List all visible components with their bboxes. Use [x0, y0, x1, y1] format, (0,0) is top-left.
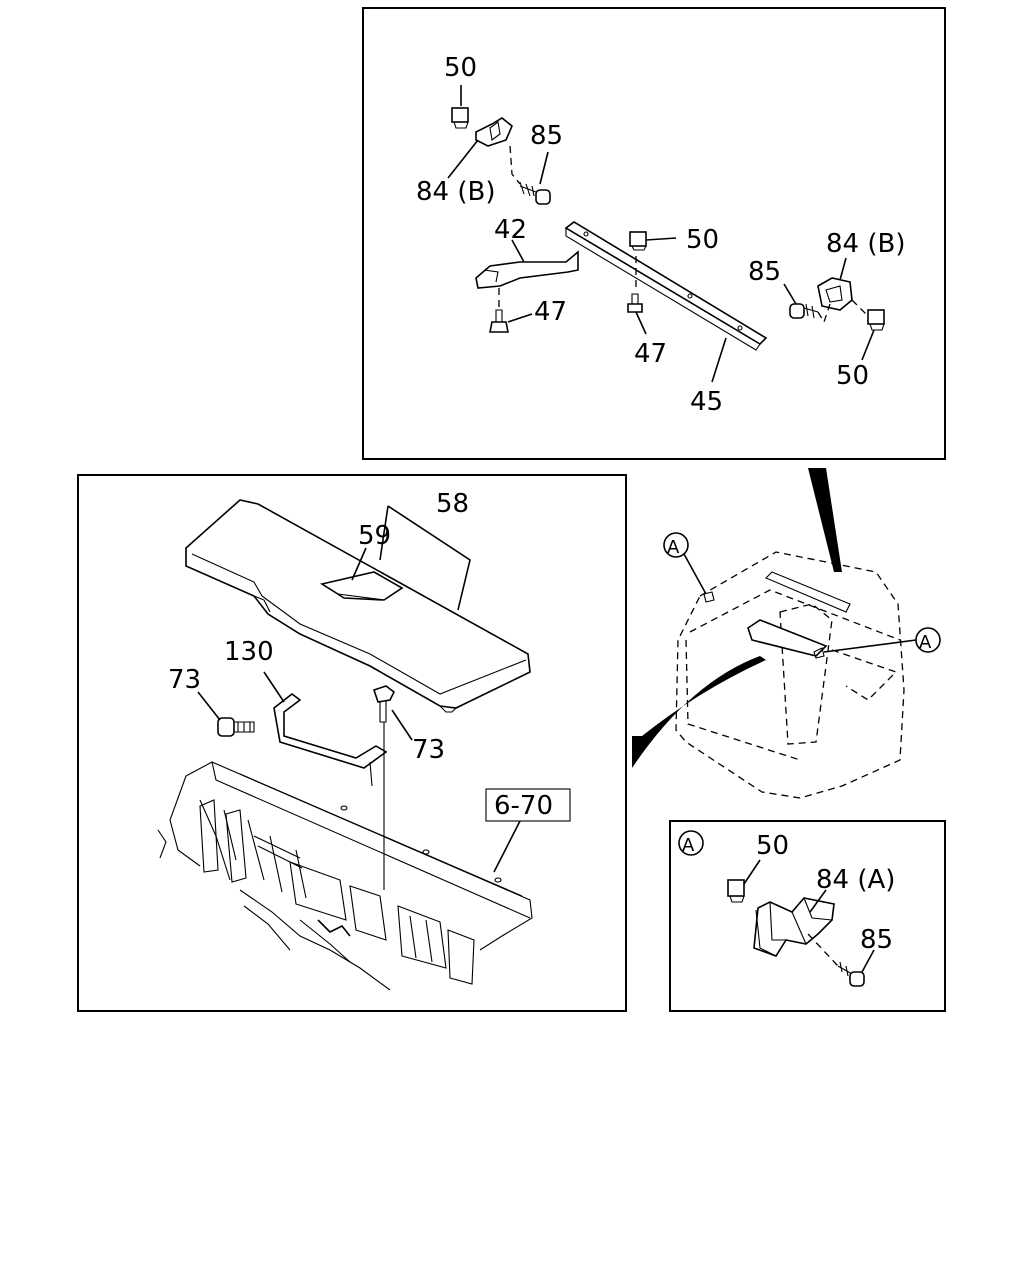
- callout-45: 45: [690, 387, 723, 417]
- shelf-pad-59: [319, 571, 404, 601]
- callout-73-right: 73: [412, 735, 445, 765]
- leader-84b-upper: [447, 139, 479, 179]
- view-a-label-1: A: [667, 537, 680, 558]
- top-detail-frame: [362, 7, 946, 460]
- leader-50-detail: [743, 859, 761, 885]
- leader-73-right: [391, 709, 413, 741]
- callout-84b-right: 84 (B): [826, 229, 905, 259]
- screw-85-right: [789, 303, 819, 319]
- callout-50-right: 50: [836, 361, 869, 391]
- clip-50-right: [867, 309, 885, 331]
- screw-47-left: [489, 309, 509, 333]
- view-a-detail-frame: [669, 820, 946, 1012]
- bolt-73-left: [217, 717, 255, 737]
- reference-box: [485, 788, 571, 822]
- view-a-detail: A 50 84 (A) 85: [678, 830, 895, 987]
- clip-50-upper: [451, 107, 469, 129]
- bolt-73-right: [372, 685, 396, 723]
- floor-structure: [157, 761, 533, 991]
- leader-84a-detail: [809, 889, 827, 913]
- detail-a-marker: [678, 830, 704, 856]
- screw-85-upper: [519, 181, 551, 205]
- shelf-detail-frame: [77, 474, 627, 1012]
- callout-50-detail: 50: [756, 831, 789, 861]
- leader-85-upper: [539, 151, 549, 185]
- leader-45: [711, 337, 727, 383]
- bracket-130: [273, 692, 388, 787]
- vehicle-body-outline: [675, 551, 905, 799]
- rail-45: [564, 221, 768, 351]
- leader-130: [263, 671, 285, 703]
- callout-85-upper: 85: [530, 121, 563, 151]
- callout-ref: 6-70: [494, 791, 553, 821]
- bracket-84b-upper: [475, 117, 513, 147]
- leader-84b-right: [839, 257, 847, 281]
- callout-85-detail: 85: [860, 925, 893, 955]
- view-a-marker-1: [663, 532, 689, 558]
- callout-47-middle: 47: [634, 339, 667, 369]
- shelf-board-58: [185, 499, 531, 713]
- callout-50-upper: 50: [444, 53, 477, 83]
- callout-59: 59: [358, 521, 391, 551]
- callout-47-left: 47: [534, 297, 567, 327]
- leader-47-middle: [635, 311, 647, 335]
- callout-50-middle: 50: [686, 225, 719, 255]
- callout-73-left: 73: [168, 665, 201, 695]
- leader-73-left: [197, 691, 221, 721]
- bracket-84b-right: [817, 277, 853, 311]
- leader-50-right: [861, 329, 875, 361]
- bracket-42: [475, 250, 579, 289]
- callout-84b-upper: 84 (B): [416, 177, 495, 207]
- leader-50-middle: [645, 237, 677, 241]
- callout-42: 42: [494, 215, 527, 245]
- view-a-label-2: A: [919, 632, 932, 653]
- callout-130: 130: [224, 637, 274, 667]
- detail-a-label: A: [682, 835, 695, 856]
- top-assembly: 50 85 84 (B) 42 50 84 (B) 85 47 47 50 45: [416, 53, 905, 417]
- clip-50-middle: [629, 231, 647, 251]
- shelf-assembly: 58 59 130 73 73 6-70: [157, 489, 571, 991]
- screw-47-middle: [627, 293, 643, 313]
- screw-85-detail: [837, 961, 865, 987]
- bracket-84a-detail: [753, 897, 835, 957]
- leader-59: [351, 547, 367, 581]
- leader-47-left: [507, 313, 533, 323]
- leader-ref: [493, 820, 521, 873]
- callout-84a-detail: 84 (A): [816, 865, 895, 895]
- leader-85-detail: [861, 949, 875, 973]
- vehicle-rear-view: A A: [632, 468, 941, 799]
- leader-85-right: [783, 283, 797, 305]
- pointer-top: [808, 468, 842, 572]
- leader-42: [511, 239, 525, 263]
- callout-85-right: 85: [748, 257, 781, 287]
- callout-58: 58: [436, 489, 469, 519]
- clip-50-detail: [727, 879, 745, 903]
- leader-58: [387, 505, 471, 611]
